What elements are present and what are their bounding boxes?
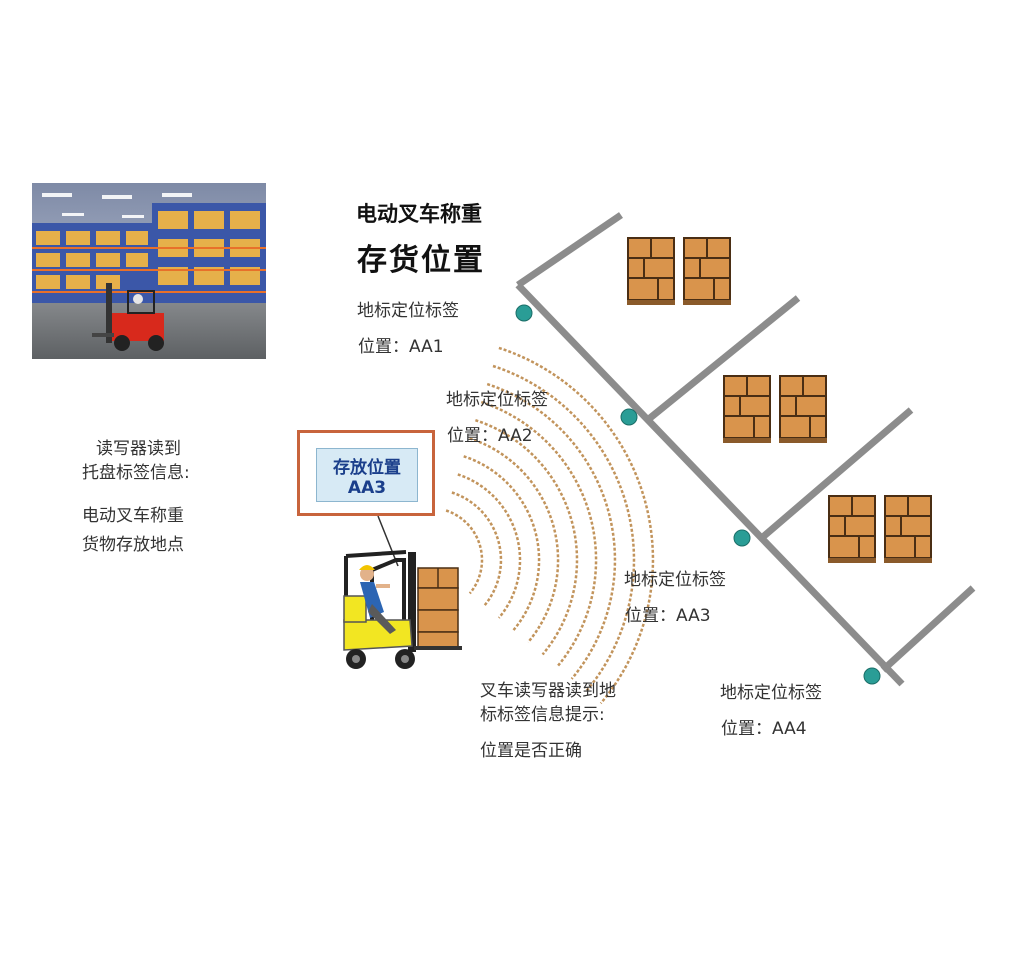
tag-position-aa1: 位置：AA1 <box>358 332 444 357</box>
tag-dot-aa1 <box>516 305 532 321</box>
tag-label-aa3: 地标定位标签 <box>624 565 726 590</box>
signal-wave-arc <box>464 456 539 630</box>
signal-wave-arc <box>458 474 520 618</box>
position-check-text: 位置是否正确 <box>480 736 582 761</box>
signal-wave-arc <box>475 420 577 654</box>
rack-lines <box>518 215 973 684</box>
tag-dot-aa4 <box>864 668 880 684</box>
storage-position-box: 存放位置 AA3 <box>297 430 435 516</box>
header-title-location: 存货位置 <box>357 235 485 279</box>
forklift-reader-text-line2: 标标签信息提示: <box>480 700 605 725</box>
tag-dot-aa3 <box>734 530 750 546</box>
weigh-text: 电动叉车称重 <box>82 501 184 526</box>
signal-wave-arc <box>452 493 501 606</box>
tag-label-aa2: 地标定位标签 <box>446 385 548 410</box>
forklift-icon <box>344 552 462 669</box>
forklift-reader-text-line1: 叉车读写器读到地 <box>480 676 616 701</box>
storage-position-code: AA3 <box>317 478 417 498</box>
tag-position-aa4: 位置：AA4 <box>721 714 807 739</box>
pallet-stack-2 <box>723 376 827 443</box>
storage-position-title: 存放位置 <box>317 453 417 478</box>
tag-dot-aa2 <box>621 409 637 425</box>
pallet-stack-3 <box>828 496 932 563</box>
storage-position-inner: 存放位置 AA3 <box>316 448 418 502</box>
tag-position-aa3: 位置：AA3 <box>625 601 711 626</box>
header-title-weigh: 电动叉车称重 <box>356 198 482 228</box>
pallet-stack-1 <box>627 238 731 305</box>
reader-text-line2: 托盘标签信息: <box>82 458 190 483</box>
tag-label-aa1: 地标定位标签 <box>357 296 459 321</box>
tag-position-aa2: 位置：AA2 <box>447 421 533 446</box>
goods-location-text: 货物存放地点 <box>82 530 184 555</box>
reader-text-line1: 读写器读到 <box>96 434 181 459</box>
tag-label-aa4: 地标定位标签 <box>720 678 822 703</box>
